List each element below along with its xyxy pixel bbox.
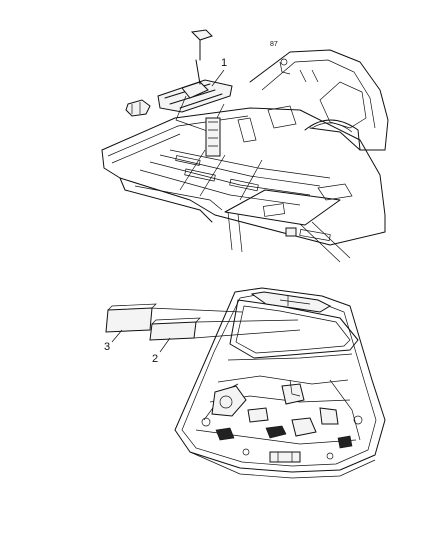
insulator-pad-2	[149, 317, 201, 341]
svg-text:3: 3	[104, 341, 110, 353]
callout-2: 2	[152, 337, 171, 365]
leader-pad2-top	[195, 319, 299, 323]
panel-label: 87	[270, 41, 278, 48]
trunk-floor-assembly	[101, 49, 389, 263]
leader-pad3-gate	[149, 307, 243, 313]
svg-text:2: 2	[152, 353, 158, 365]
liftgate-assembly	[174, 287, 386, 479]
scissor-jack	[157, 29, 233, 157]
svg-text:1: 1	[221, 57, 227, 69]
insulator-pad-3	[105, 303, 157, 333]
leader-pad2-bottom	[193, 329, 301, 339]
callout-1: 1	[211, 57, 227, 87]
callout-3: 3	[104, 329, 123, 353]
